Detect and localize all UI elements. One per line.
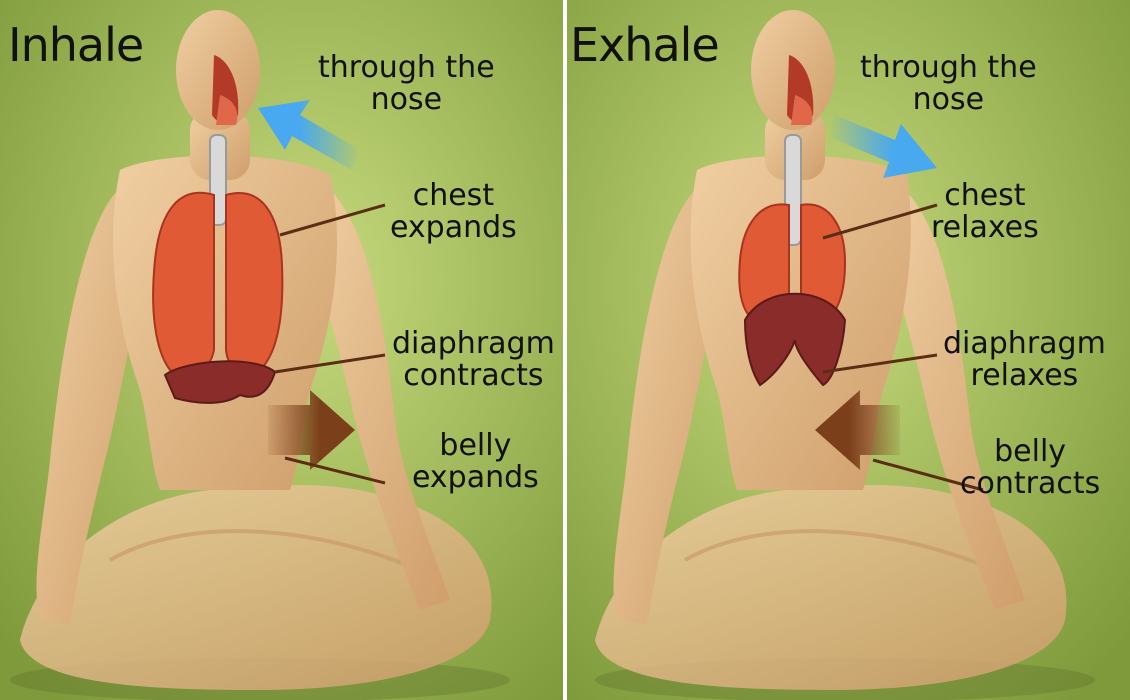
- nose-label: through the nose: [318, 52, 495, 116]
- belly-label: belly contracts: [960, 436, 1100, 500]
- chest-label-line1: chest: [390, 180, 517, 212]
- diaphragm-label: diaphragm relaxes: [943, 328, 1106, 392]
- chest-label: chest relaxes: [931, 180, 1039, 244]
- nose-label: through the nose: [860, 52, 1037, 116]
- belly-label-line1: belly: [412, 430, 539, 462]
- diaphragm-label-line1: diaphragm: [392, 328, 555, 360]
- nose-label-line1: through the: [860, 52, 1037, 84]
- belly-label-line1: belly: [960, 436, 1100, 468]
- exhale-title: Exhale: [570, 18, 719, 72]
- nose-label-line2: nose: [860, 84, 1037, 116]
- nose-label-line1: through the: [318, 52, 495, 84]
- belly-label-line2: expands: [412, 462, 539, 494]
- chest-label: chest expands: [390, 180, 517, 244]
- diaphragm-label-line1: diaphragm: [943, 328, 1106, 360]
- belly-label-line2: contracts: [960, 468, 1100, 500]
- inhale-panel: Inhale through the nose chest expands di…: [0, 0, 565, 700]
- chest-label-line2: relaxes: [931, 212, 1039, 244]
- belly-label: belly expands: [412, 430, 539, 494]
- diaphragm-label-line2: relaxes: [943, 360, 1106, 392]
- exhale-panel: Exhale through the nose chest relaxes di…: [565, 0, 1130, 700]
- inhale-title: Inhale: [8, 18, 143, 72]
- diaphragm-label-line2: contracts: [392, 360, 555, 392]
- diaphragm-label: diaphragm contracts: [392, 328, 555, 392]
- chest-label-line1: chest: [931, 180, 1039, 212]
- chest-label-line2: expands: [390, 212, 517, 244]
- panel-divider: [563, 0, 567, 700]
- nose-label-line2: nose: [318, 84, 495, 116]
